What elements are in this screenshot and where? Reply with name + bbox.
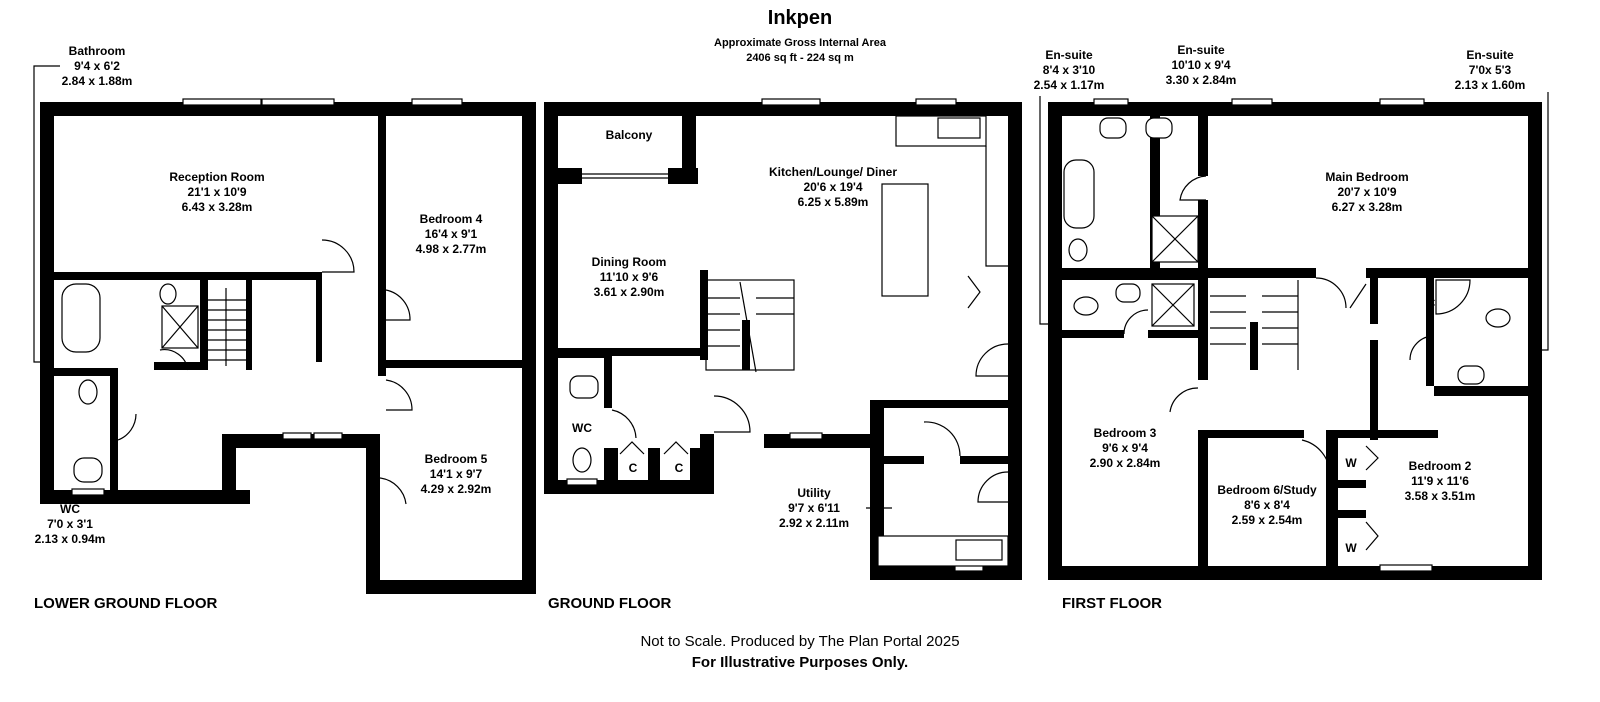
room-label-kitchen: Kitchen/Lounge/ Diner 20'6 x 19'4 6.25 x… <box>769 165 897 210</box>
room-label-wc-lower: WC 7'0 x 3'1 2.13 x 0.94m <box>35 502 106 547</box>
gross-area-value: 2406 sq ft - 224 sq m <box>746 52 854 64</box>
room-name: Bedroom 3 <box>1093 426 1157 440</box>
room-label-ensuite-2: En-suite 10'10 x 9'4 3.30 x 2.84m <box>1166 43 1237 88</box>
room-name: Bedroom 4 <box>419 212 483 226</box>
plan-title: Inkpen <box>767 7 833 29</box>
room-imperial: 20'6 x 19'4 <box>803 180 863 194</box>
room-name: Bedroom 5 <box>424 452 488 466</box>
room-metric: 3.58 x 3.51m <box>1404 489 1476 503</box>
room-metric: 3.61 x 2.90m <box>593 285 665 299</box>
room-name: WC <box>572 421 592 435</box>
room-imperial: 21'1 x 10'9 <box>187 185 247 199</box>
room-name: C <box>628 461 638 475</box>
room-name: WC <box>59 502 80 516</box>
room-metric: 4.29 x 2.92m <box>420 482 492 496</box>
room-metric: 2.59 x 2.54m <box>1231 513 1303 527</box>
floor-label-lower-ground: LOWER GROUND FLOOR <box>34 595 218 612</box>
footer-disclaimer: Not to Scale. Produced by The Plan Porta… <box>640 633 960 650</box>
room-label-utility: Utility 9'7 x 6'11 2.92 x 2.11m <box>779 486 849 531</box>
room-label-dining: Dining Room 11'10 x 9'6 3.61 x 2.90m <box>592 255 667 300</box>
room-name: Dining Room <box>591 255 667 269</box>
room-label-bedroom-2: Bedroom 2 11'9 x 11'6 3.58 x 3.51m <box>1405 459 1476 504</box>
room-imperial: 16'4 x 9'1 <box>424 227 478 241</box>
room-name: C <box>1426 296 1436 310</box>
room-name: Kitchen/Lounge/ Diner <box>768 165 898 179</box>
room-name: Bedroom 2 <box>1408 459 1472 473</box>
floor-label-ground: GROUND FLOOR <box>548 595 672 612</box>
room-name: Utility <box>797 486 831 500</box>
room-metric: 6.27 x 3.28m <box>1331 200 1403 214</box>
gross-area: Approximate Gross Internal Area 2406 sq … <box>714 36 886 66</box>
room-label-bedroom-6: Bedroom 6/Study 8'6 x 8'4 2.59 x 2.54m <box>1217 483 1316 528</box>
room-label-balcony: Balcony <box>606 128 653 143</box>
room-name: C <box>674 461 684 475</box>
room-name: Reception Room <box>169 170 265 184</box>
room-name: En-suite <box>1045 48 1093 62</box>
room-imperial: 9'6 x 9'4 <box>1102 441 1148 455</box>
room-label-main-bedroom: Main Bedroom 20'7 x 10'9 6.27 x 3.28m <box>1325 170 1408 215</box>
room-name: Main Bedroom <box>1325 170 1409 184</box>
room-label-ensuite-1: En-suite 8'4 x 3'10 2.54 x 1.17m <box>1034 48 1105 93</box>
room-name: W <box>1345 456 1357 470</box>
room-label-bedroom-5: Bedroom 5 14'1 x 9'7 4.29 x 2.92m <box>421 452 492 497</box>
room-imperial: 11'10 x 9'6 <box>599 270 659 284</box>
room-imperial: 7'0x 5'3 <box>1468 63 1512 77</box>
room-imperial: 11'9 x 11'6 <box>1411 474 1469 488</box>
room-imperial: 8'6 x 8'4 <box>1244 498 1290 512</box>
room-label-wardrobe-1: W <box>1345 456 1356 471</box>
room-label-wc-ground: WC <box>572 421 592 436</box>
footer-illustrative: For Illustrative Purposes Only. <box>691 654 909 671</box>
room-imperial: 7'0 x 3'1 <box>47 517 93 531</box>
room-imperial: 8'4 x 3'10 <box>1042 63 1096 77</box>
room-label-bathroom: Bathroom 9'4 x 6'2 2.84 x 1.88m <box>62 44 133 89</box>
room-metric: 3.30 x 2.84m <box>1165 73 1237 87</box>
room-name: Bedroom 6/Study <box>1217 483 1317 497</box>
room-imperial: 10'10 x 9'4 <box>1171 58 1231 72</box>
room-imperial: 9'4 x 6'2 <box>74 59 120 73</box>
room-metric: 2.84 x 1.88m <box>61 74 133 88</box>
room-metric: 6.25 x 5.89m <box>797 195 869 209</box>
room-label-bedroom-3: Bedroom 3 9'6 x 9'4 2.90 x 2.84m <box>1090 426 1161 471</box>
room-metric: 2.54 x 1.17m <box>1033 78 1105 92</box>
lower-ground-floor-plan <box>33 65 536 594</box>
room-metric: 6.43 x 3.28m <box>181 200 253 214</box>
room-metric: 2.13 x 0.94m <box>34 532 106 546</box>
room-label-bedroom-4: Bedroom 4 16'4 x 9'1 4.98 x 2.77m <box>416 212 487 257</box>
first-floor-plan <box>1039 92 1549 580</box>
room-name: Bathroom <box>68 44 126 58</box>
room-metric: 4.98 x 2.77m <box>415 242 487 256</box>
room-label-cupboard-first: C <box>1427 296 1436 311</box>
room-label-cupboard-1: C <box>629 461 638 476</box>
room-label-cupboard-2: C <box>675 461 684 476</box>
ground-floor-plan <box>544 98 1022 580</box>
room-imperial: 14'1 x 9'7 <box>429 467 483 481</box>
room-metric: 2.13 x 1.60m <box>1454 78 1526 92</box>
room-label-ensuite-3: En-suite 7'0x 5'3 2.13 x 1.60m <box>1455 48 1526 93</box>
room-name: Balcony <box>605 128 653 142</box>
room-label-wardrobe-2: W <box>1345 541 1356 556</box>
room-imperial: 20'7 x 10'9 <box>1337 185 1397 199</box>
room-name: En-suite <box>1177 43 1225 57</box>
room-name: W <box>1345 541 1357 555</box>
gross-area-label: Approximate Gross Internal Area <box>714 37 886 49</box>
room-metric: 2.92 x 2.11m <box>778 516 850 530</box>
room-imperial: 9'7 x 6'11 <box>788 501 840 515</box>
room-name: En-suite <box>1466 48 1514 62</box>
room-metric: 2.90 x 2.84m <box>1089 456 1161 470</box>
room-label-reception: Reception Room 21'1 x 10'9 6.43 x 3.28m <box>169 170 264 215</box>
floor-label-first: FIRST FLOOR <box>1062 595 1162 612</box>
